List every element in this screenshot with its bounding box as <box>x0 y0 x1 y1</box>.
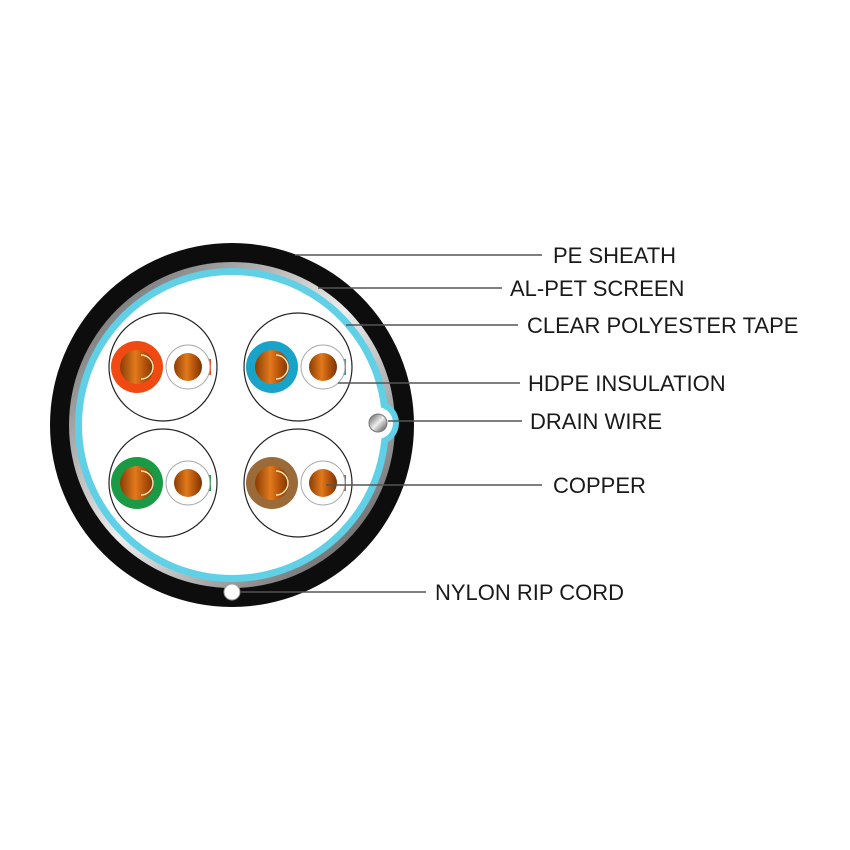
label-pe-sheath: PE SHEATH <box>553 243 676 268</box>
pair-boundary <box>243 428 353 538</box>
copper-highlight <box>275 470 289 496</box>
copper-conductor <box>255 350 289 384</box>
pair-boundary <box>108 428 218 538</box>
pair-boundary <box>108 312 218 422</box>
cable-core <box>82 275 382 575</box>
copper-conductor <box>120 350 154 384</box>
copper-highlight <box>275 354 289 380</box>
copper-conductor <box>309 353 337 381</box>
copper-highlight <box>140 470 154 496</box>
copper-highlight <box>140 354 154 380</box>
nylon-rip-cord <box>223 583 241 601</box>
label-al-pet-screen: AL-PET SCREEN <box>510 276 684 301</box>
copper-conductor <box>309 469 337 497</box>
copper-conductor <box>255 466 289 500</box>
label-copper: COPPER <box>553 473 646 498</box>
pair-boundary <box>243 312 353 422</box>
label-clear-polyester-tape: CLEAR POLYESTER TAPE <box>527 313 798 338</box>
label-nylon-rip-cord: NYLON RIP CORD <box>435 580 624 605</box>
label-drain-wire: DRAIN WIRE <box>530 409 662 434</box>
label-hdpe-insulation: HDPE INSULATION <box>528 371 726 396</box>
copper-conductor <box>174 353 202 381</box>
drain-wire <box>368 413 388 433</box>
copper-conductor <box>120 466 154 500</box>
copper-conductor <box>174 469 202 497</box>
